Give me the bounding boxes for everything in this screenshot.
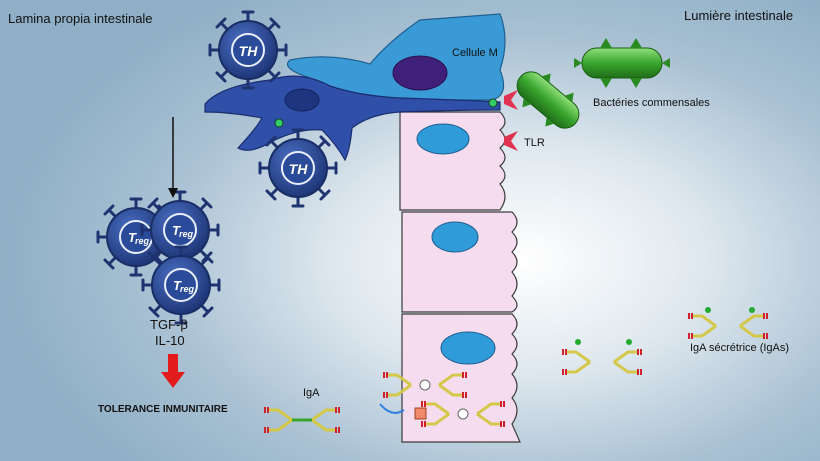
iga-transcytosis-upper	[382, 370, 468, 400]
iga-label: IgA	[303, 387, 320, 399]
th-label-bottom: TH	[289, 161, 309, 177]
treg-label-left-sub: reg	[135, 236, 150, 246]
lumen-label: Lumière intestinale	[684, 8, 794, 23]
iga-monomer	[263, 405, 341, 435]
arrow-to-tolerance	[161, 354, 185, 388]
tlr-receptor-upper	[504, 90, 518, 110]
treg-label-right-main: T	[172, 223, 181, 238]
tlr-receptor-lower	[504, 131, 518, 151]
poly-ig-receptor	[379, 403, 427, 420]
bacterium-large	[516, 71, 580, 129]
treg-label-right-sub: reg	[179, 229, 194, 239]
bacterium-small	[574, 38, 670, 88]
treg-label-bottom-sub: reg	[180, 284, 195, 294]
epithelial-cell-middle	[401, 211, 518, 313]
secretory-iga-center	[561, 339, 643, 377]
epithelial-cell-top	[399, 111, 506, 211]
epithelial-cell-bottom	[401, 313, 521, 443]
secretory-iga-right	[687, 307, 769, 341]
treg-label-bottom-main: T	[173, 278, 182, 293]
il10-label: IL-10	[155, 333, 185, 348]
tlr-label: TLR	[524, 137, 545, 149]
dendritic-cell	[204, 75, 501, 162]
arrow-to-treg	[168, 117, 178, 198]
iga-transcytosis-lower	[420, 399, 506, 429]
treg-label-left-main: T	[128, 230, 137, 245]
bacteria-label: Bactéries commensales	[593, 97, 710, 109]
igas-label: IgA sécrétrice (IgAs)	[690, 342, 790, 354]
th-label-top: TH	[239, 43, 259, 59]
tolerance-label: TOLERANCE INMUNITAIRE	[98, 404, 228, 415]
lamina-propria-label: Lamina propia intestinale	[8, 11, 153, 26]
m-cell-label: Cellule M	[452, 47, 498, 59]
tgf-beta-label: TGF-β	[150, 317, 188, 332]
